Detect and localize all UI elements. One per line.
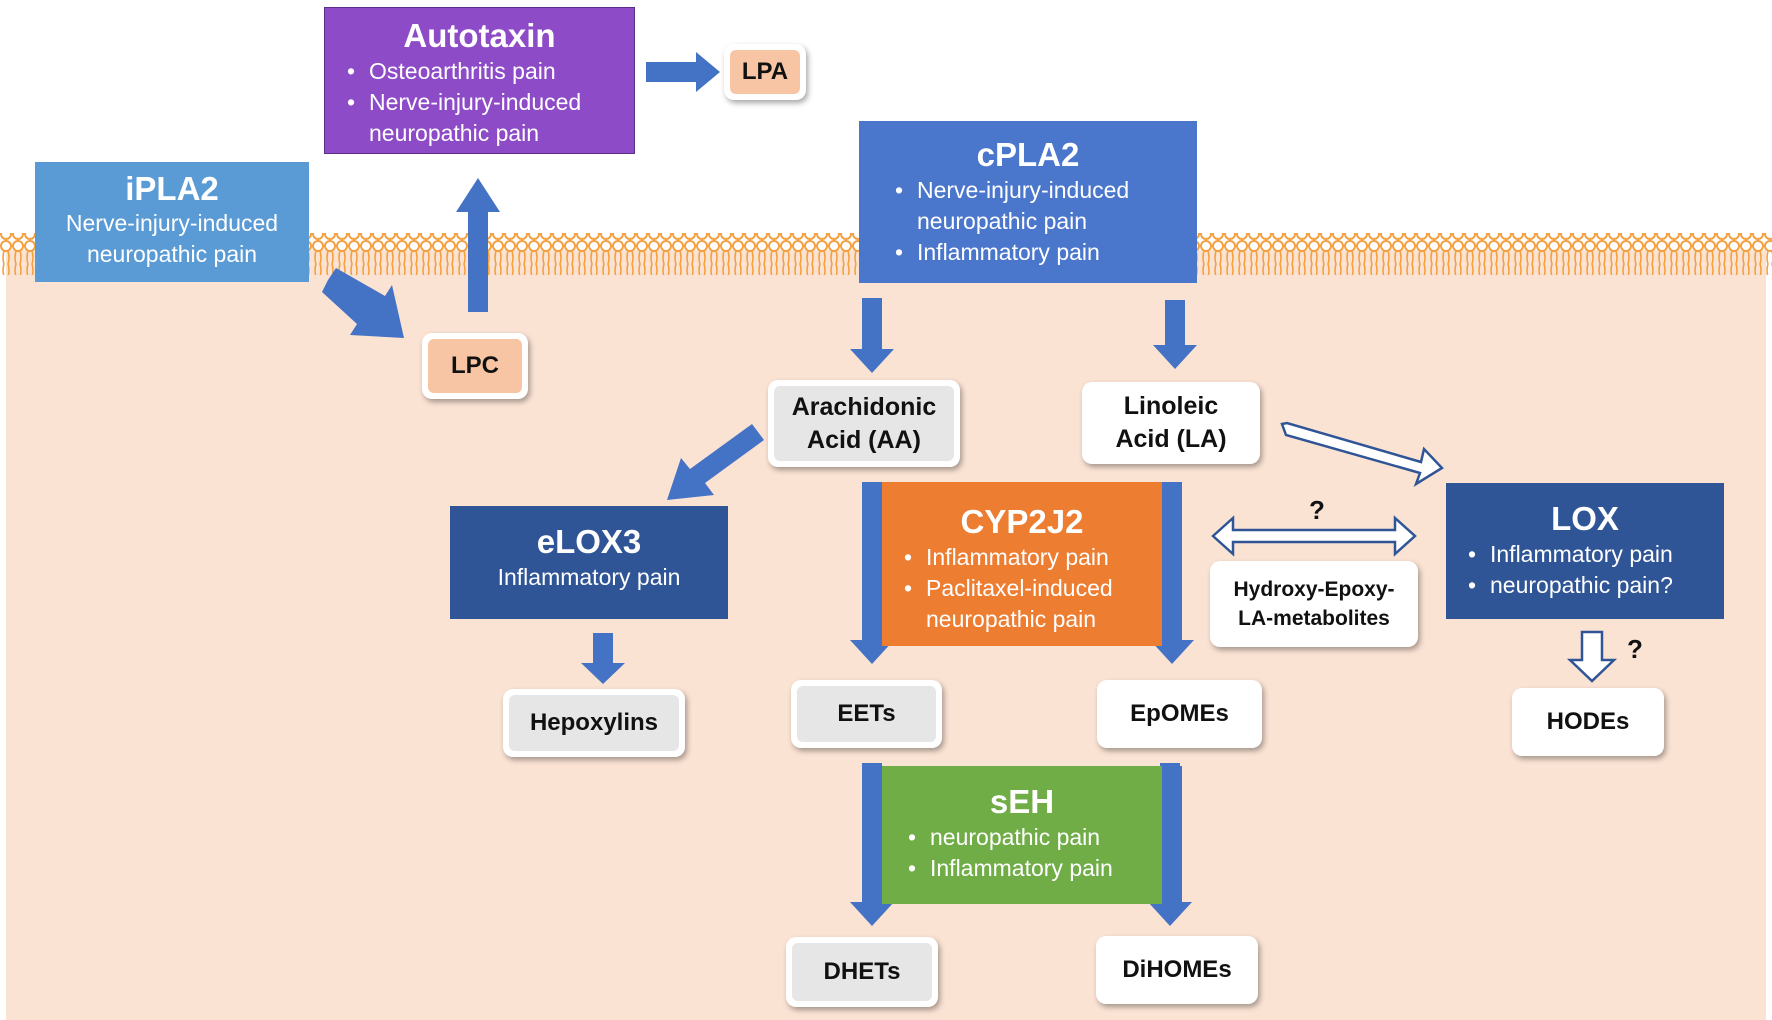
seh-item: neuropathic pain bbox=[900, 822, 1162, 853]
hydroxy-label-line1: Hydroxy-Epoxy- bbox=[1233, 578, 1395, 601]
autotaxin-title: Autotaxin bbox=[403, 17, 556, 54]
seh-box: sEH neuropathic pain Inflammatory pain bbox=[882, 766, 1162, 904]
eets-node: EETs bbox=[791, 680, 942, 748]
seh-item: Inflammatory pain bbox=[900, 853, 1162, 884]
hodes-label: HODEs bbox=[1546, 708, 1630, 735]
autotaxin-box: Autotaxin Osteoarthritis pain Nerve-inju… bbox=[324, 7, 635, 154]
epomes-label: EpOMEs bbox=[1130, 700, 1229, 727]
epomes-node: EpOMEs bbox=[1097, 680, 1262, 748]
seh-right-bar bbox=[1162, 766, 1182, 904]
arrow-hydroxy-bidirectional bbox=[1211, 515, 1417, 557]
ipla2-title: iPLA2 bbox=[125, 170, 219, 207]
lpc-node: LPC bbox=[422, 333, 528, 399]
la-label-line2: Acid (LA) bbox=[1115, 425, 1227, 453]
hydroxy-label-line2: LA-metabolites bbox=[1238, 607, 1390, 630]
lox-item: Inflammatory pain bbox=[1460, 539, 1724, 570]
question-mark-hydroxy: ? bbox=[1309, 495, 1325, 525]
dhets-label: DHETs bbox=[823, 958, 901, 985]
arrow-cpla2-to-la bbox=[1153, 300, 1197, 369]
arachidonic-acid-node: Arachidonic Acid (AA) bbox=[768, 380, 960, 467]
cyp2j2-item: Inflammatory pain bbox=[896, 542, 1158, 573]
cyp2j2-item: Paclitaxel-induced neuropathic pain bbox=[896, 573, 1158, 635]
arrow-elox3-to-hepoxylins bbox=[581, 633, 625, 684]
arrow-lox-to-hodes bbox=[1566, 630, 1618, 683]
dihomes-node: DiHOMEs bbox=[1096, 936, 1258, 1004]
autotaxin-item: Nerve-injury-induced neuropathic pain bbox=[339, 87, 634, 149]
cpla2-box: cPLA2 Nerve-injury-induced neuropathic p… bbox=[859, 121, 1197, 283]
ipla2-box: iPLA2 Nerve-injury-induced neuropathic p… bbox=[35, 162, 309, 282]
lpc-label: LPC bbox=[451, 352, 499, 379]
lpa-label: LPA bbox=[741, 58, 789, 85]
arrow-aa-to-elox3 bbox=[667, 424, 764, 500]
arrow-lpc-to-autotaxin bbox=[456, 178, 500, 312]
elox3-box: eLOX3 Inflammatory pain bbox=[450, 506, 728, 619]
arrow-cpla2-to-aa bbox=[850, 298, 894, 373]
hodes-node: HODEs bbox=[1512, 688, 1664, 756]
seh-left-bar bbox=[862, 766, 882, 904]
cpla2-item: Nerve-injury-induced neuropathic pain bbox=[887, 175, 1191, 237]
hepoxylins-label: Hepoxylins bbox=[529, 709, 659, 736]
eets-label: EETs bbox=[837, 700, 896, 727]
arrow-la-to-lox bbox=[1280, 421, 1444, 487]
lox-item: neuropathic pain? bbox=[1460, 570, 1724, 601]
autotaxin-item: Osteoarthritis pain bbox=[339, 56, 634, 87]
cpla2-item: Inflammatory pain bbox=[887, 237, 1191, 268]
lox-title: LOX bbox=[1551, 500, 1619, 537]
la-label-line1: Linoleic bbox=[1123, 392, 1219, 420]
dhets-node: DHETs bbox=[786, 937, 938, 1007]
aa-label-line2: Acid (AA) bbox=[807, 425, 921, 454]
arrow-ipla2-to-lpc bbox=[322, 268, 404, 338]
cyp2j2-title: CYP2J2 bbox=[960, 503, 1084, 540]
question-mark-hodes: ? bbox=[1627, 634, 1643, 664]
cyp2j2-right-bar bbox=[1162, 482, 1182, 646]
elox3-subtitle: Inflammatory pain bbox=[497, 564, 681, 590]
elox3-title: eLOX3 bbox=[536, 523, 642, 560]
hepoxylins-node: Hepoxylins bbox=[503, 689, 685, 757]
ipla2-subtitle: Nerve-injury-induced neuropathic pain bbox=[65, 210, 279, 267]
aa-label-line1: Arachidonic bbox=[791, 392, 937, 421]
lox-box: LOX Inflammatory pain neuropathic pain? bbox=[1446, 483, 1724, 619]
arrow-autotaxin-to-lpa bbox=[646, 52, 720, 92]
cpla2-title: cPLA2 bbox=[976, 136, 1080, 173]
hydroxy-epoxy-la-node: Hydroxy-Epoxy- LA-metabolites bbox=[1210, 561, 1418, 647]
cyp2j2-box: CYP2J2 Inflammatory pain Paclitaxel-indu… bbox=[882, 482, 1162, 646]
cyp2j2-left-bar bbox=[862, 482, 882, 646]
linoleic-acid-node: Linoleic Acid (LA) bbox=[1082, 382, 1260, 464]
dihomes-label: DiHOMEs bbox=[1122, 956, 1232, 983]
lpa-node: LPA bbox=[724, 44, 806, 100]
seh-title: sEH bbox=[989, 783, 1055, 820]
